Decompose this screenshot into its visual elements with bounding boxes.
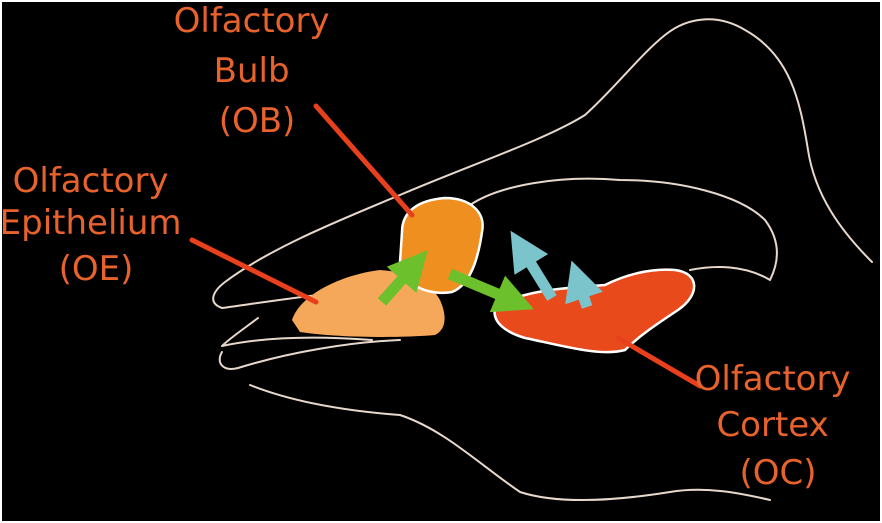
oe-label-line1: Olfactory: [13, 161, 169, 201]
oc-label-line2: Cortex: [716, 405, 828, 445]
oc-feedback-arrow-right: [579, 283, 587, 307]
ob-label-line2: Bulb: [214, 51, 290, 91]
ob-label-line3: (OB): [219, 101, 296, 141]
oe-label-line2: Epithelium: [0, 203, 182, 243]
oc-label-line3: (OC): [739, 453, 816, 493]
oc-label-line1: Olfactory: [695, 359, 851, 399]
ob-label-line1: Olfactory: [174, 1, 330, 41]
oe-label-line3: (OE): [59, 249, 134, 289]
